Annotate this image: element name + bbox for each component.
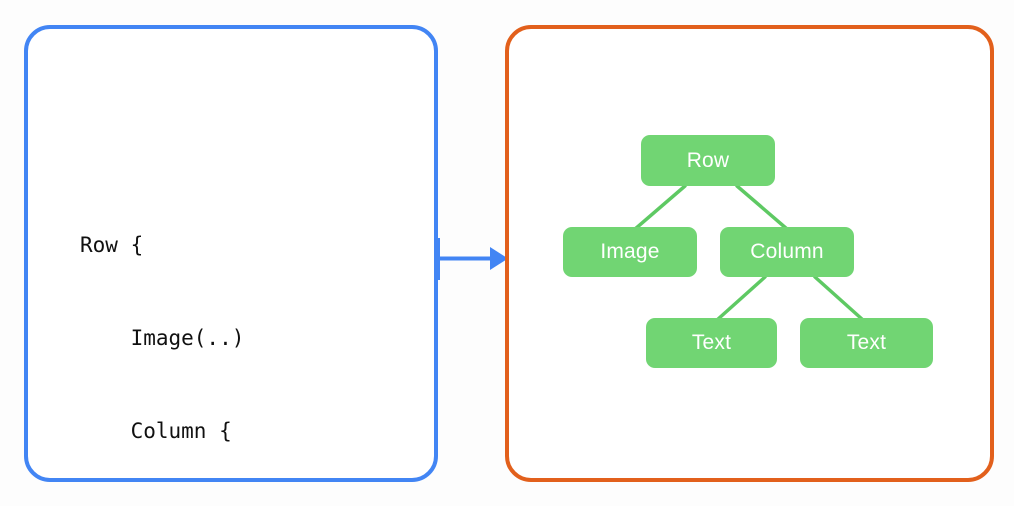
code-line: Row { [80,233,144,257]
tree-node-label: Image [600,240,660,263]
tree-node-label: Text [846,331,887,354]
tree-node-text-1[interactable]: Text [646,318,777,368]
tree-node-label: Row [686,148,730,172]
tree-node-image[interactable]: Image [563,227,697,277]
code-line: Column { [80,419,232,443]
edge-column-text1 [715,275,767,322]
tree-node-row[interactable]: Row [641,135,775,186]
edge-row-image [633,184,687,231]
transform-arrow-icon [436,238,508,280]
tree-node-text-2[interactable]: Text [800,318,933,368]
edge-row-column [735,184,789,231]
code-line: Image(..) [80,326,245,350]
tree-node-column[interactable]: Column [720,227,854,277]
tree-node-label: Text [691,331,732,354]
code-panel [24,25,438,482]
edge-column-text2 [813,275,865,322]
code-snippet: Row { Image(..) Column { Text(..) Text(.… [80,168,282,506]
tree-edges [633,184,865,322]
tree-node-label: Column [750,240,824,263]
